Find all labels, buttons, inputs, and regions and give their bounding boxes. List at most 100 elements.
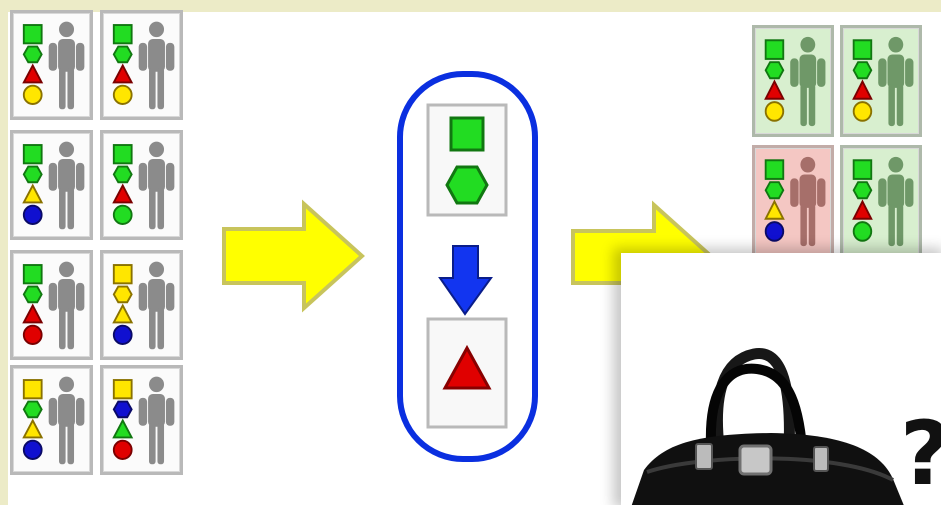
- handbag-clasp-left: [696, 444, 712, 469]
- input-card: [100, 10, 183, 120]
- person-part: [148, 279, 165, 312]
- person-part: [59, 22, 74, 37]
- green-hexagon-shape: [24, 47, 42, 63]
- person-part: [76, 283, 84, 311]
- rule-green-hexagon: [447, 167, 487, 203]
- green-square-shape: [24, 145, 42, 163]
- green-square-shape: [854, 160, 872, 179]
- person-part: [148, 394, 165, 427]
- person-part: [887, 55, 904, 88]
- person-part: [59, 68, 66, 109]
- input-card: [10, 10, 93, 120]
- person-part: [139, 43, 147, 71]
- person-part: [817, 178, 825, 206]
- person-icon: [139, 142, 175, 230]
- person-icon: [139, 262, 175, 350]
- red-triangle-shape: [854, 81, 872, 98]
- person-part: [157, 188, 164, 229]
- input-card: [100, 365, 183, 475]
- person-icon: [139, 22, 175, 110]
- yellow-hexagon-shape: [114, 287, 132, 303]
- person-part: [149, 22, 164, 37]
- person-part: [148, 159, 165, 192]
- person-part: [888, 84, 894, 126]
- blue-circle-shape: [24, 206, 42, 224]
- person-part: [58, 39, 75, 72]
- yellow-square-shape: [24, 380, 42, 398]
- card-shapes: [103, 13, 180, 117]
- output-card-match: [840, 25, 922, 137]
- person-part: [800, 157, 815, 173]
- person-part: [67, 423, 74, 464]
- green-square-shape: [854, 40, 872, 59]
- person-icon: [49, 22, 85, 110]
- yellow-triangle-shape: [766, 201, 784, 218]
- person-icon: [49, 262, 85, 350]
- card-shapes: [103, 368, 180, 472]
- person-part: [139, 163, 147, 191]
- red-triangle-shape: [766, 81, 784, 98]
- red-circle-shape: [114, 441, 132, 459]
- person-part: [878, 58, 886, 86]
- person-icon: [139, 377, 175, 465]
- green-circle-shape: [114, 206, 132, 224]
- rule-premise-box: [427, 104, 507, 216]
- person-part: [166, 398, 174, 426]
- person-icon: [878, 157, 913, 246]
- green-hexagon-shape: [854, 182, 872, 198]
- input-card: [10, 130, 93, 240]
- green-hexagon-shape: [766, 62, 784, 78]
- input-card: [100, 250, 183, 360]
- person-part: [166, 163, 174, 191]
- green-hexagon-shape: [114, 167, 132, 183]
- person-part: [59, 423, 66, 464]
- card-shapes: [103, 133, 180, 237]
- blue-down-arrow-icon: [438, 244, 493, 316]
- person-part: [897, 204, 903, 246]
- output-card-match: [840, 145, 922, 257]
- yellow-right-arrow-icon: [216, 200, 366, 312]
- person-part: [49, 163, 57, 191]
- yellow-arrow-shape: [224, 204, 362, 308]
- person-part: [49, 398, 57, 426]
- green-square-shape: [24, 265, 42, 283]
- person-part: [809, 204, 815, 246]
- person-part: [800, 37, 815, 53]
- person-part: [49, 43, 57, 71]
- green-hexagon-shape: [24, 402, 42, 418]
- person-part: [149, 68, 156, 109]
- green-circle-shape: [854, 222, 872, 241]
- person-icon: [49, 377, 85, 465]
- card-shapes: [13, 368, 90, 472]
- person-part: [149, 188, 156, 229]
- card-shapes: [755, 28, 831, 134]
- person-part: [799, 55, 816, 88]
- person-part: [157, 68, 164, 109]
- card-shapes: [755, 148, 831, 254]
- green-square-shape: [114, 145, 132, 163]
- handbag-lock: [740, 446, 771, 474]
- rule-conclusion-shapes: [427, 318, 507, 428]
- green-square-shape: [114, 25, 132, 43]
- person-part: [166, 283, 174, 311]
- red-triangle-shape: [24, 305, 42, 322]
- yellow-circle-shape: [766, 102, 784, 121]
- input-flow-arrow: [216, 200, 366, 312]
- rule-green-square: [451, 118, 483, 150]
- person-part: [148, 39, 165, 72]
- person-part: [49, 283, 57, 311]
- yellow-square-shape: [114, 265, 132, 283]
- blue-circle-shape: [114, 326, 132, 344]
- person-part: [58, 394, 75, 427]
- person-part: [790, 58, 798, 86]
- green-hexagon-shape: [854, 62, 872, 78]
- card-shapes: [13, 253, 90, 357]
- green-hexagon-shape: [24, 287, 42, 303]
- person-part: [799, 175, 816, 208]
- card-shapes: [103, 253, 180, 357]
- blue-hexagon-shape: [114, 402, 132, 418]
- yellow-triangle-shape: [24, 420, 42, 437]
- person-part: [76, 398, 84, 426]
- output-card-mismatch: [752, 145, 834, 257]
- person-part: [817, 58, 825, 86]
